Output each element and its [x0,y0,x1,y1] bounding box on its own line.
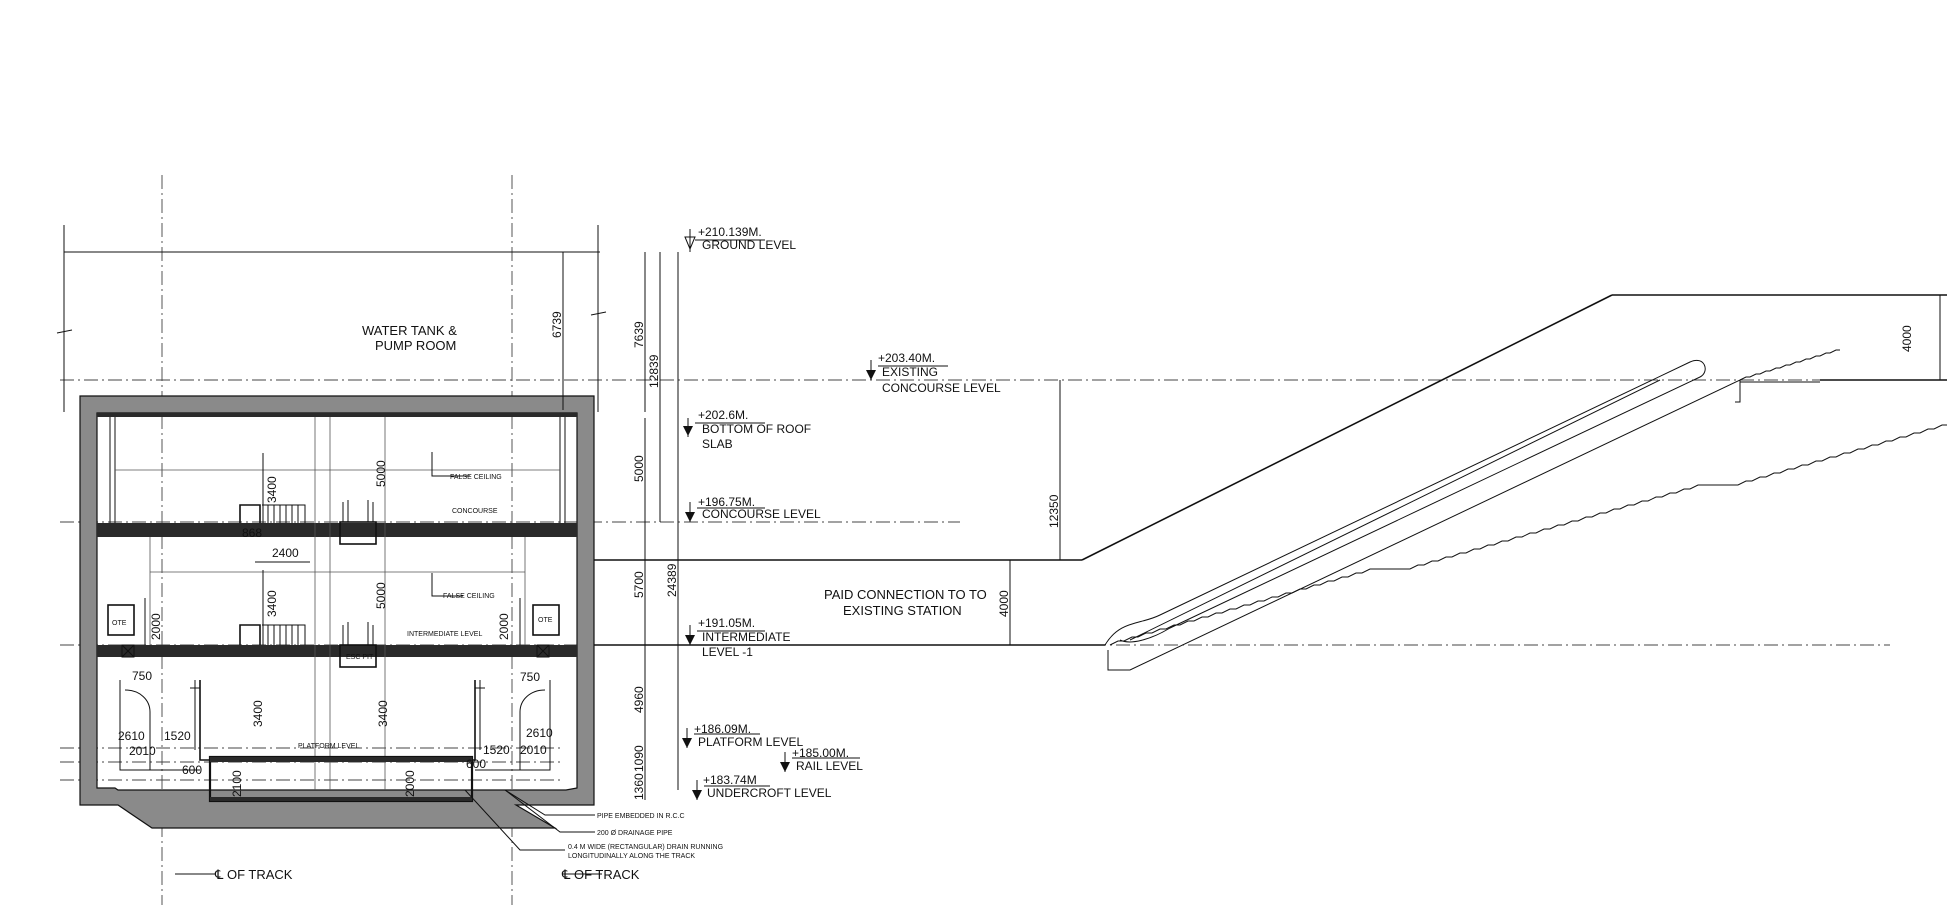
drain-note-2: LONGITUDINALLY ALONG THE TRACK [568,853,695,860]
dim-5700: 5700 [632,571,646,598]
dim-2400: 2400 [272,546,299,560]
intermediate-level-value: +191.05M. [698,616,755,630]
dim-5000-b: 5000 [374,582,388,609]
dim-1360: 1360 [632,773,646,800]
dim-12839: 12839 [647,354,661,388]
dim-12350: 12350 [1047,494,1061,528]
leader-lines [175,452,602,875]
connection-section [594,294,1947,671]
dim-24389: 24389 [665,563,679,597]
roof-slab-name2: SLAB [702,437,733,451]
intermediate-level-name2: LEVEL -1 [702,645,753,659]
drain-note-1: 0.4 M WIDE (RECTANGULAR) DRAIN RUNNING [568,844,723,851]
dim-7639: 7639 [632,321,646,348]
existing-concourse-name1: EXISTING [882,365,938,379]
dim-6739: 6739 [550,311,564,338]
dim-750-right: 750 [520,670,540,684]
track-centre-left: ℄ OF TRACK [214,867,293,882]
ground-level-value: +210.139M. [698,225,762,239]
outer-wall [79,395,595,829]
existing-concourse-value: +203.40M. [878,351,935,365]
dim-3400-c: 3400 [251,700,265,727]
dim-5000-a: 5000 [374,460,388,487]
false-ceiling-label-1: FALSE CEILING [450,474,502,481]
dim-750-left: 750 [132,669,152,683]
dim-1520-left: 1520 [164,729,191,743]
dim-3400-b: 3400 [265,590,279,617]
roof-slab-value: +202.6M. [698,408,748,422]
dim-2610-left: 2610 [118,729,145,743]
roof-slab-name1: BOTTOM OF ROOF [702,422,811,436]
dim-1520-right: 1520 [483,743,510,757]
concourse-level-value: +196.75M. [698,495,755,509]
intermediate-level-name1: INTERMEDIATE [702,630,790,644]
dim-1090: 1090 [632,745,646,772]
concourse-level-name: CONCOURSE LEVEL [702,507,821,521]
esc-pit-label: ESC PIT [346,654,374,661]
dim-4000-connection: 4000 [997,590,1011,617]
undercroft-level-value: +183.74M [703,773,757,787]
level-markers [682,229,948,800]
paid-connection-label-2: EXISTING STATION [843,603,962,618]
undercroft-level-name: UNDERCROFT LEVEL [707,786,832,800]
dim-3400-a: 3400 [265,476,279,503]
intermediate-label: INTERMEDIATE LEVEL [407,631,482,638]
dim-2610-right: 2610 [526,726,553,740]
dim-2000-right: 2000 [497,613,511,640]
ground-level-name: GROUND LEVEL [702,238,796,252]
ground-lines [56,225,607,412]
dim-2010-left: 2010 [129,744,156,758]
dim-600-right: 600 [466,757,486,771]
rail-level-value: +185.00M. [792,746,849,760]
dim-3400-d: 3400 [376,700,390,727]
paid-connection-label-1: PAID CONNECTION TO TO [824,587,987,602]
station-box [79,395,595,829]
dim-600-left: 600 [182,763,202,777]
dim-4960: 4960 [632,686,646,713]
water-tank-label-1: WATER TANK & [362,323,457,338]
platform-level-value: +186.09M. [694,722,751,736]
pipe-rcc-note: PIPE EMBEDDED IN R.C.C [597,813,685,820]
dim-5000-right: 5000 [632,455,646,482]
concourse-label: CONCOURSE [452,508,498,515]
labels: +210.139M. GROUND LEVEL +203.40M. EXISTI… [112,225,1914,882]
dim-4000-top: 4000 [1900,325,1914,352]
rail-level-name: RAIL LEVEL [796,759,863,773]
platform-level-name: PLATFORM LEVEL [698,735,803,749]
dim-2010-right: 2010 [520,743,547,757]
ote-right-label: OTE [538,617,553,624]
track-centre-right: ℄ OF TRACK [561,867,640,882]
water-tank-label-2: PUMP ROOM [375,338,456,353]
existing-concourse-name2: CONCOURSE LEVEL [882,381,1001,395]
dim-2100: 2100 [230,770,244,797]
ote-left-label: OTE [112,620,127,627]
dim-868: 868 [242,526,262,540]
dim-2000-pit: 2000 [403,770,417,797]
dimension-lines [144,252,1941,800]
false-ceiling-label-2: FALSE CEILING [443,593,495,600]
dim-2000-left: 2000 [149,613,163,640]
platform-label: PLATFORM LEVEL [298,743,359,750]
drain-pipe-note: 200 Ø DRAINAGE PIPE [597,830,673,837]
